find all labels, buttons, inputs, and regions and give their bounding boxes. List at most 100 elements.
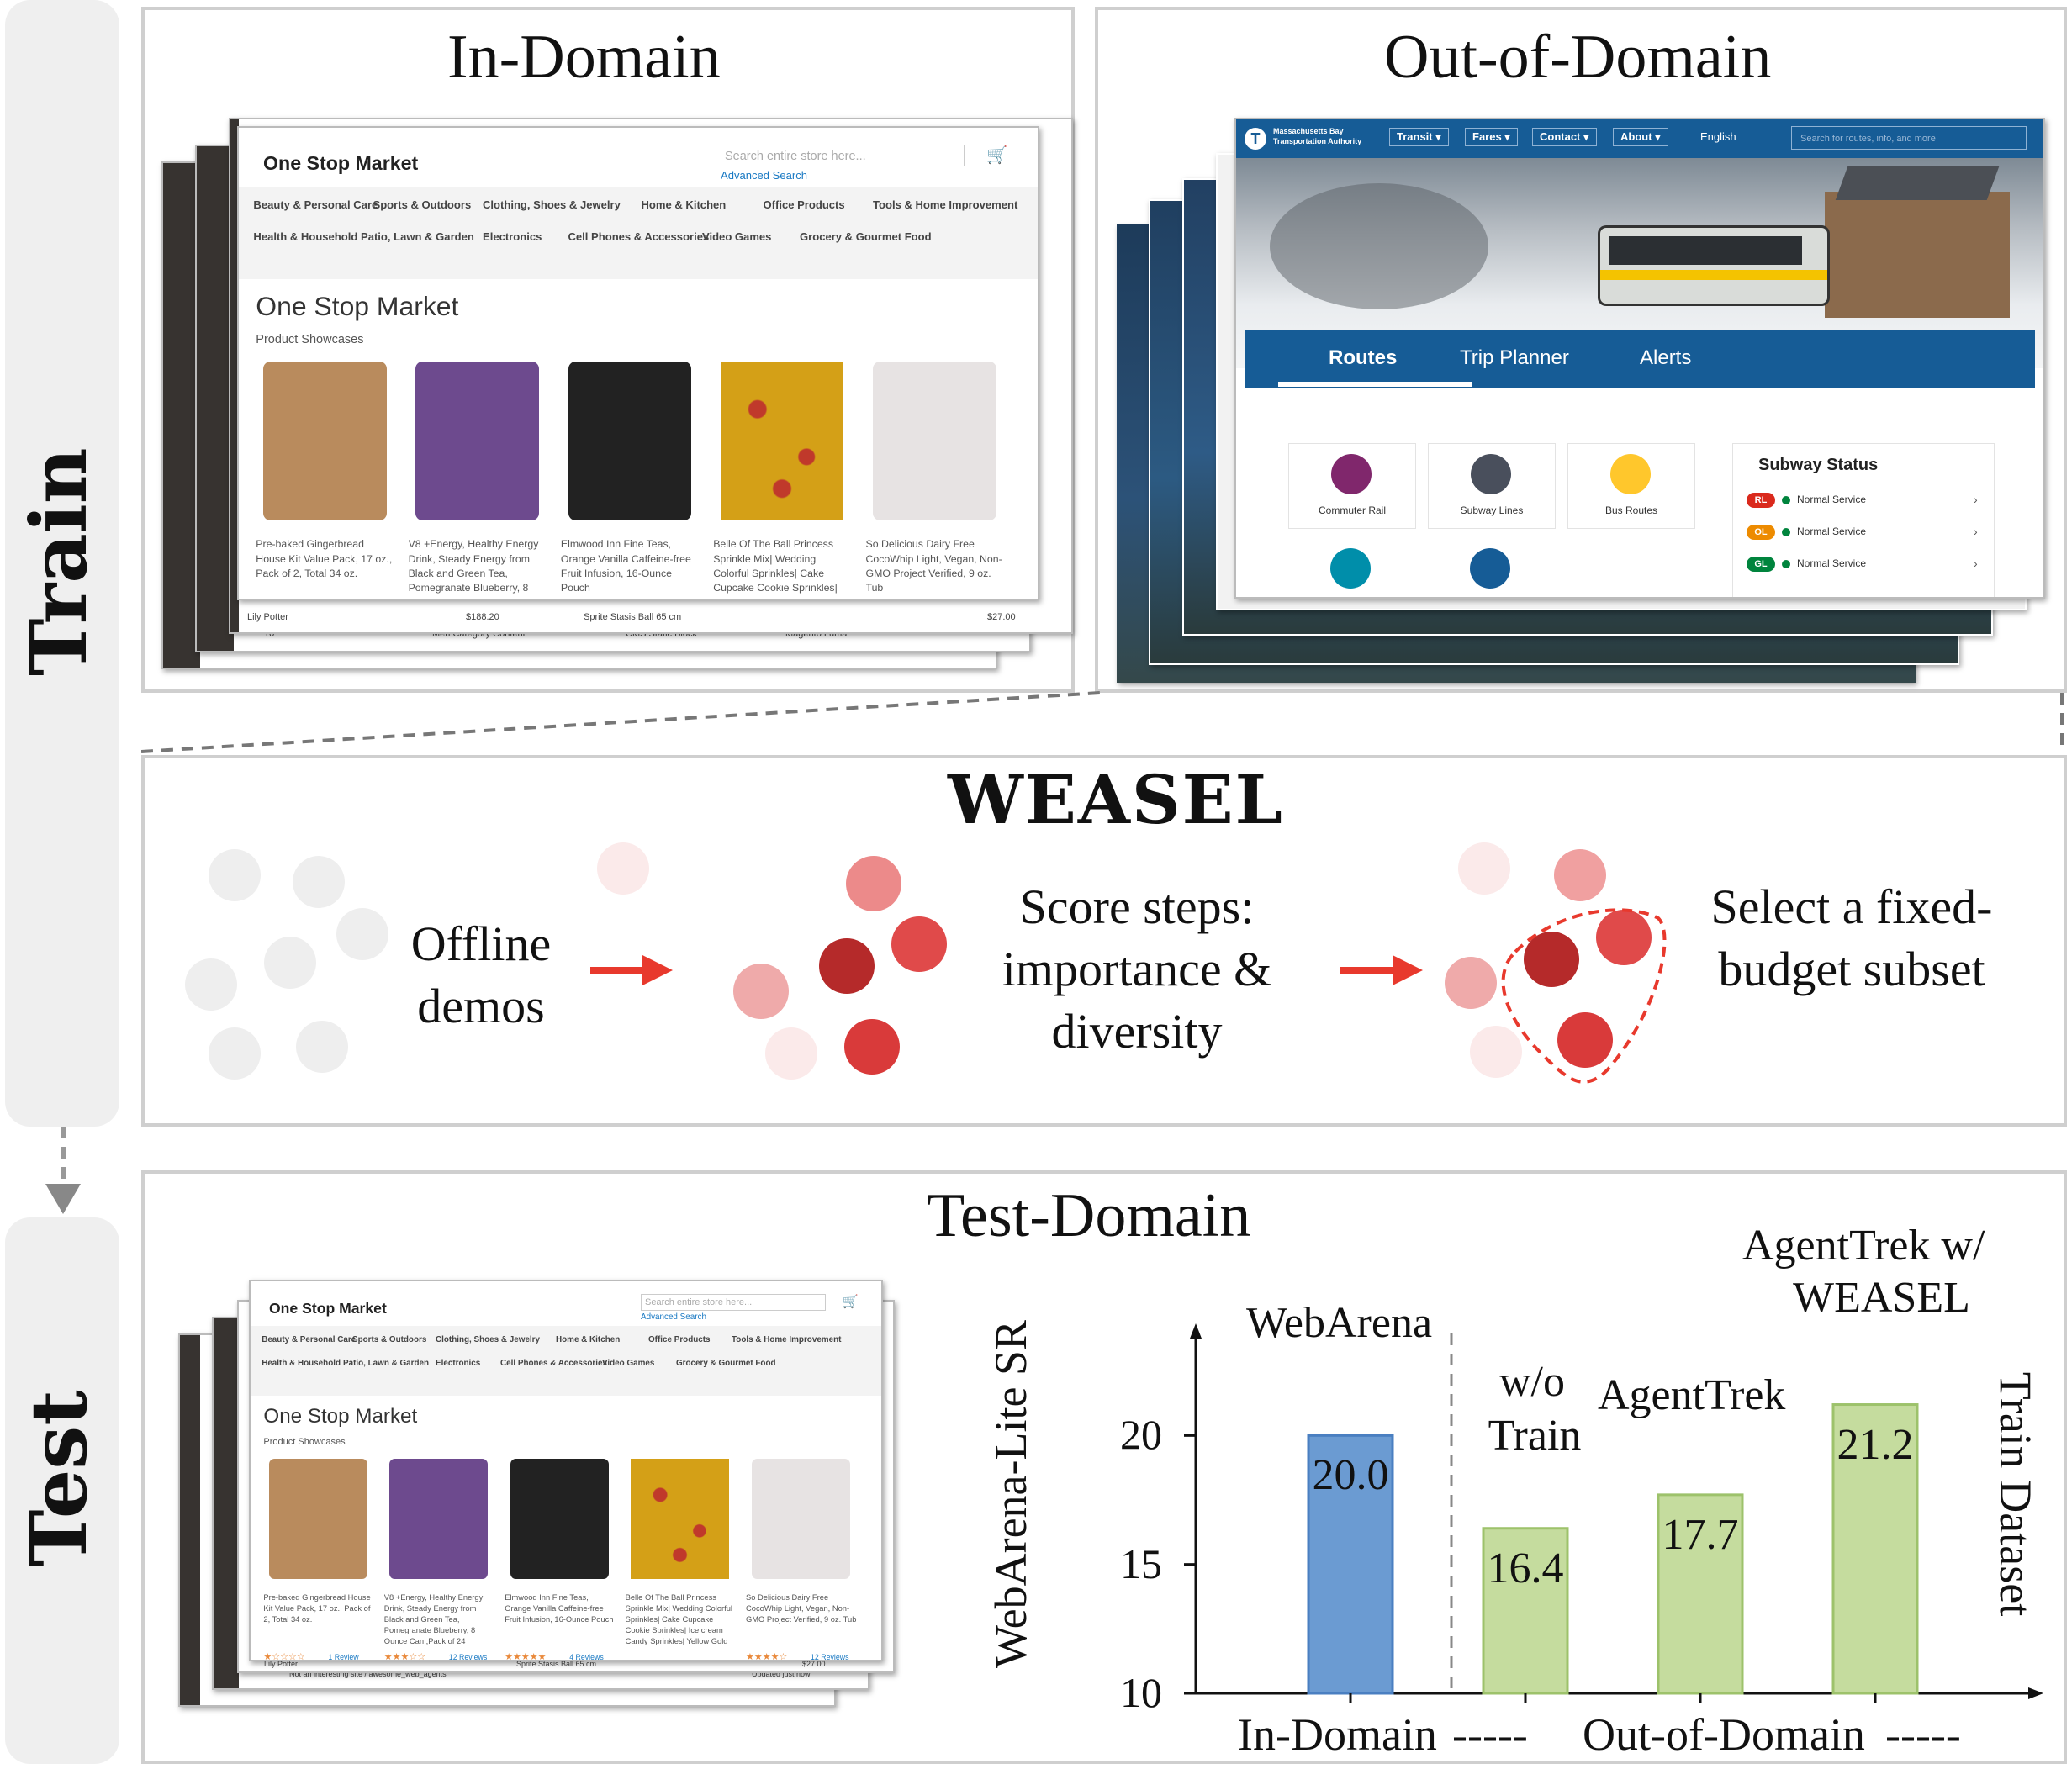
cart-icon[interactable]: 🛒 [842,1295,859,1310]
mbta-org: Massachusetts Bay Transportation Authori… [1273,127,1362,145]
product-image[interactable] [720,362,844,520]
nav-item[interactable]: Tools & Home Improvement [873,198,1018,212]
nav-item[interactable]: Office Products [763,198,845,212]
nav-item[interactable]: Video Games [702,230,772,243]
nav-item[interactable]: Patio, Lawn & Garden [361,230,474,243]
test-title: Test-Domain [927,1181,1251,1250]
advanced-search-link[interactable]: Advanced Search [721,169,807,182]
mode-label: Bus Routes [1604,504,1658,516]
reviews-link[interactable]: 12 Reviews [448,1653,488,1661]
product-name[interactable]: So Delicious Dairy Free CocoWhip Light, … [746,1592,857,1624]
product-image[interactable] [510,1459,609,1580]
product-image[interactable] [873,362,996,520]
tab-alerts[interactable]: Alerts [1640,346,1692,369]
bar [1482,1527,1569,1695]
nav-item[interactable]: Clothing, Shoes & Jewelry [483,198,621,212]
nav-item[interactable]: Tools & Home Improvement [732,1334,842,1344]
train-sidebar [5,0,119,1127]
mode-card-subway[interactable]: Subway Lines [1428,443,1556,529]
nav-item[interactable]: Clothing, Shoes & Jewelry [436,1334,541,1344]
nav-item[interactable]: Video Games [602,1359,655,1369]
nav-item[interactable]: Health & Household [253,230,358,243]
x-group-out-domain: Out-of-Domain [1583,1709,1865,1760]
nav-item[interactable]: Home & Kitchen [556,1334,621,1344]
right-axis-label: Train Dataset [1990,1371,2041,1617]
line-badge: GL [1747,557,1775,572]
test-label: Test [13,1390,104,1567]
status-dot-icon [1782,560,1790,568]
shop-search-input[interactable]: Search entire store here... [641,1294,826,1312]
in-domain-panel: In-Domain 10 Men Category Content CMS St… [141,7,1075,693]
mode-card-bus[interactable]: Bus Routes [1567,443,1695,529]
product-image[interactable] [751,1459,850,1580]
nav-item[interactable]: Electronics [436,1359,481,1369]
nav-item[interactable]: Electronics [483,230,542,243]
product-name[interactable]: Pre-baked Gingerbread House Kit Value Pa… [256,538,393,579]
ride-icon [1470,548,1510,589]
status-text: Normal Service [1797,525,1867,537]
method-panel: WEASEL Offline demos Score steps: import… [141,755,2067,1127]
category-label: WebArena [1246,1299,1433,1347]
tab-trip-planner[interactable]: Trip Planner [1460,346,1569,369]
test-sidebar [5,1217,119,1764]
nav-item[interactable]: Sports & Outdoors [352,1334,427,1344]
nav-fares[interactable]: Fares ▾ [1465,128,1518,146]
nav-item[interactable]: Health & Household [262,1359,341,1369]
nav-item[interactable]: Grocery & Gourmet Food [676,1359,776,1369]
nav-transit[interactable]: Transit ▾ [1389,128,1449,146]
mbta-logo-icon: T [1245,128,1266,150]
chevron-right-icon[interactable]: › [1974,557,1978,570]
down-arrow-icon [45,1127,81,1214]
nav-about[interactable]: About ▾ [1613,128,1668,146]
language-link[interactable]: English [1700,130,1736,143]
product-image[interactable] [631,1459,730,1580]
y-tick-label: 10 [1120,1669,1162,1716]
product-image[interactable] [269,1459,367,1580]
nav-item[interactable]: Grocery & Gourmet Food [800,230,932,243]
tab-routes[interactable]: Routes [1329,346,1398,369]
mode-card-commuter-rail[interactable]: Commuter Rail [1288,443,1416,529]
product-name[interactable]: So Delicious Dairy Free CocoWhip Light, … [865,538,1002,594]
category-label: w/o [1499,1358,1565,1406]
nav-item[interactable]: Cell Phones & Accessories [568,230,710,243]
test-shop-page: One Stop Market Search entire store here.… [249,1280,883,1661]
mode-label: Commuter Rail [1318,504,1386,516]
product-name[interactable]: V8 +Energy, Healthy Energy Drink, Steady… [408,538,539,599]
product-name[interactable]: Belle Of The Ball Princess Sprinkle Mix|… [713,538,839,599]
nav-item[interactable]: Beauty & Personal Care [262,1334,357,1344]
nav-item[interactable]: Patio, Lawn & Garden [343,1359,430,1369]
nav-item[interactable]: Office Products [648,1334,711,1344]
mbta-search-input[interactable]: Search for routes, info, and more [1791,126,2027,150]
advanced-search-link[interactable]: Advanced Search [641,1312,706,1323]
nav-item[interactable]: Beauty & Personal Care [253,198,378,212]
shop-logo: One Stop Market [269,1300,387,1317]
cart-icon[interactable]: 🛒 [986,146,1008,166]
product-name[interactable]: V8 +Energy, Healthy Energy Drink, Steady… [383,1592,484,1646]
rating-stars: ★★★★☆ [746,1652,788,1661]
product-name[interactable]: Elmwood Inn Fine Teas, Orange Vanilla Ca… [560,538,691,594]
product-name[interactable]: Elmwood Inn Fine Teas, Orange Vanilla Ca… [505,1592,614,1624]
mbta-page: T Massachusetts Bay Transportation Autho… [1234,118,2045,599]
reviews-link[interactable]: 12 Reviews [811,1653,849,1661]
product-image[interactable] [389,1459,489,1580]
shop-search-input[interactable]: Search entire store here... [721,145,965,167]
product-name[interactable]: Belle Of The Ball Princess Sprinkle Mix|… [625,1592,733,1650]
product-image[interactable] [568,362,692,520]
chevron-right-icon[interactable]: › [1974,525,1978,538]
nav-item[interactable]: Cell Phones & Accessories [500,1359,607,1369]
arrow-icon [1340,955,1423,985]
reviews-link[interactable]: 1 Review [328,1653,359,1661]
product-image[interactable] [263,362,387,520]
nav-item[interactable]: Home & Kitchen [641,198,727,212]
reviews-link[interactable]: 4 Reviews [569,1653,604,1661]
nav-item[interactable]: Sports & Outdoors [373,198,472,212]
chevron-right-icon[interactable]: › [1974,493,1978,506]
nav-contact[interactable]: Contact ▾ [1532,128,1597,146]
product-image[interactable] [415,362,539,520]
category-label: WEASEL [1793,1274,1970,1322]
commuter-rail-icon [1331,454,1372,494]
product-name[interactable]: Pre-baked Gingerbread House Kit Value Pa… [263,1592,371,1624]
mbta-header: T Massachusetts Bay Transportation Autho… [1236,119,2043,158]
step2-text: Score steps: importance & diversity [1002,879,1272,1059]
